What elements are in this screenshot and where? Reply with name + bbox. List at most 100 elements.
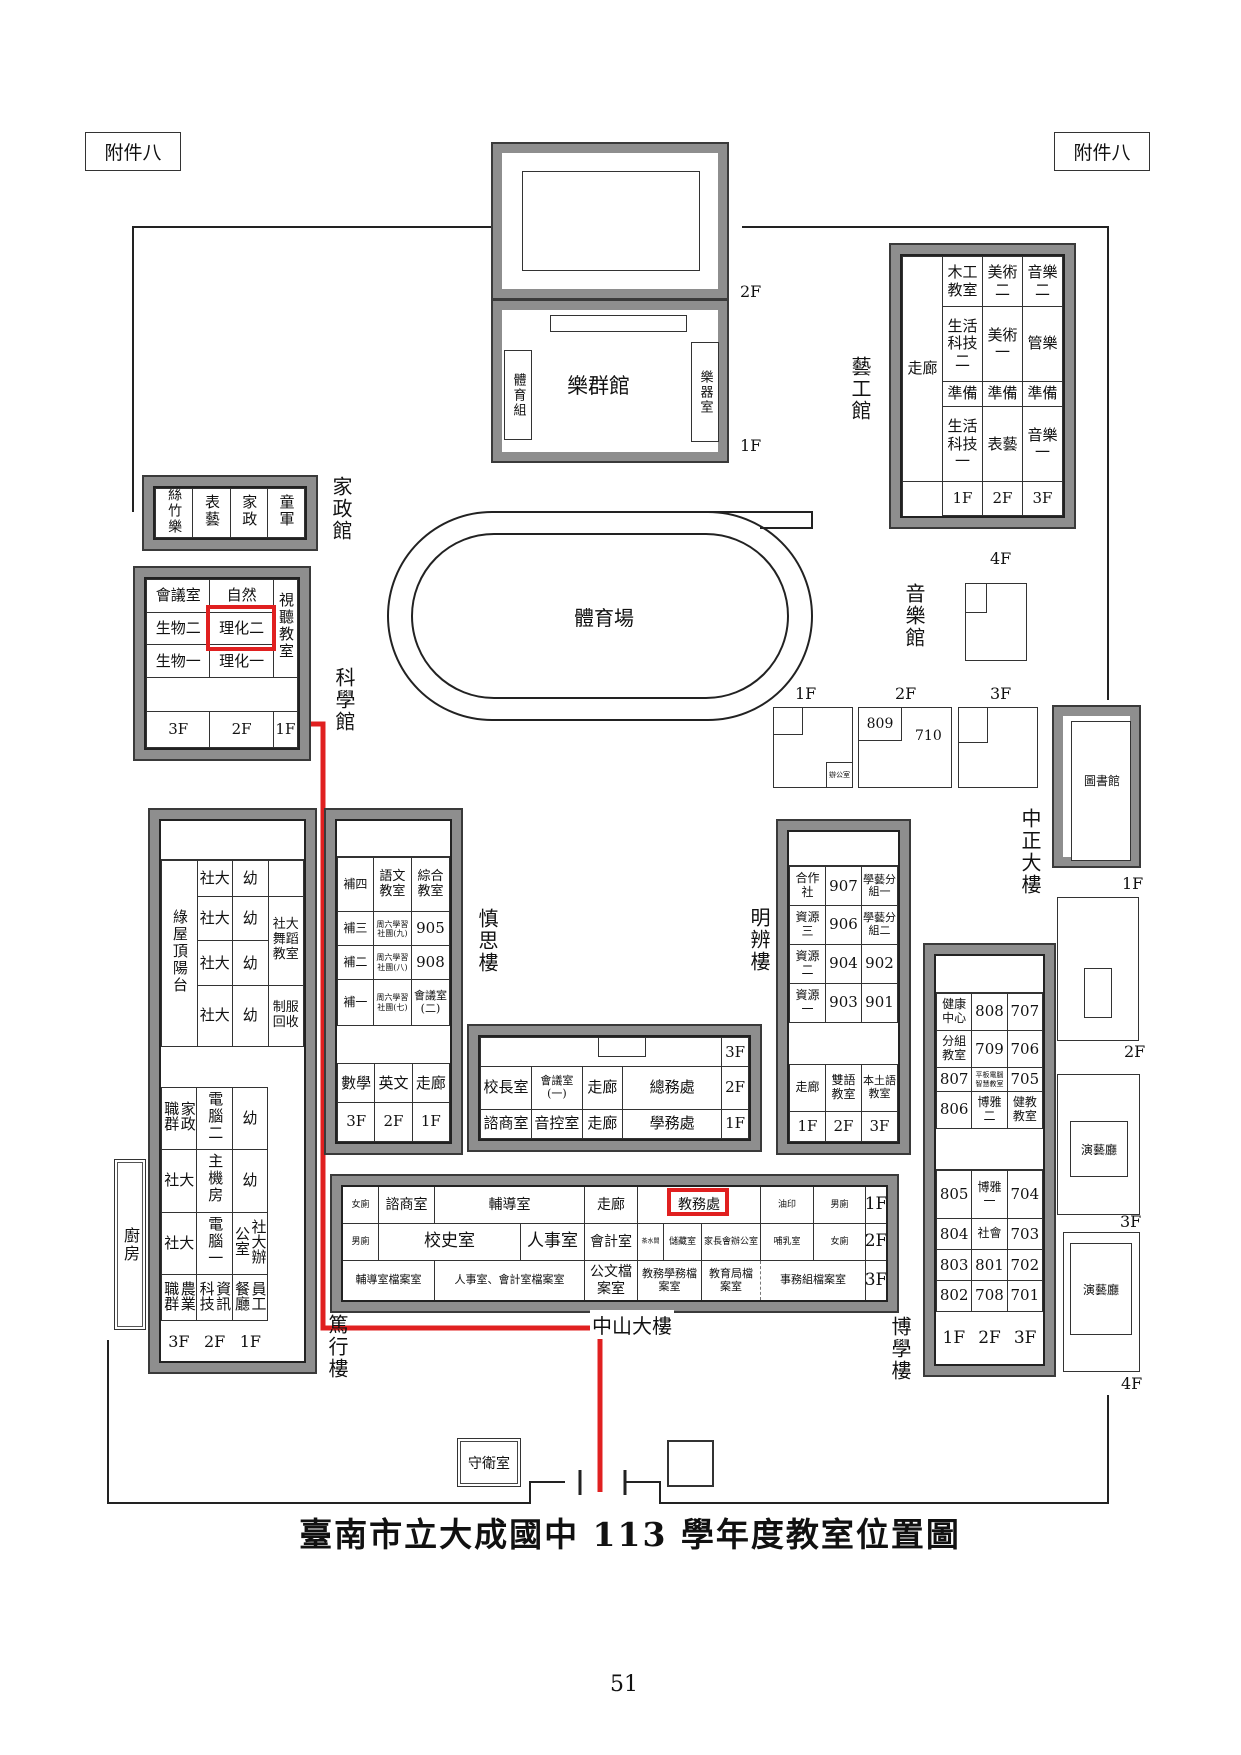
room-cell: 幼 [231,1149,269,1213]
storage-row [550,315,687,332]
floor-label: 1F [1122,874,1144,893]
building-label-zhongshan: 中山大樓 [590,1310,674,1339]
floor-1-row: 女廁 諮商室 輔導室 走廊 教務處 油印 男廁 1F [343,1187,886,1224]
room-cell: 音樂二 [1022,255,1063,308]
room-cell: 綜合教室 [410,857,451,913]
room-cell: 906 [825,905,862,945]
room-cell: 童軍 [277,493,296,528]
room-cell: 公文檔案室 [585,1261,638,1300]
plan-room [773,707,803,735]
floor-label: 3F [145,711,211,748]
room-cell: 茶水間 [638,1224,664,1260]
room-cell: 教育局檔案室 [702,1261,761,1300]
room-cell: 健教教室 [1006,1090,1044,1130]
room-cell: 油印 [761,1187,814,1223]
floor-label: 2F [895,684,917,703]
floor-label: 2F [1124,1042,1146,1061]
room-cell: 數學 [336,1063,376,1104]
room-cell: 幼 [232,859,269,897]
room-cell: 708 [971,1280,1008,1312]
room-cell: 補二 [337,945,374,981]
floor-label: 2F [209,711,274,748]
building-label-science: 科學館 [332,667,356,733]
room-cell: 703 [1006,1218,1044,1251]
music-floor-4-plan [965,583,1027,661]
room-cell: 社大辦公室 [233,1218,268,1264]
room-cell: 博雅一 [971,1169,1008,1220]
blank-area [337,1026,450,1063]
music-floor-3-plan [958,707,1038,788]
room-cell: 周六學習社團(八) [372,945,412,981]
plan-room [1084,968,1112,1018]
room-cell: 校長室 [480,1066,532,1110]
room-cell: 資源一 [789,982,826,1023]
room-cell: 生活科技一 [942,406,983,482]
room-cell: 平板電腦智慧教室 [971,1067,1008,1092]
room-instrument: 樂器室 [691,342,719,442]
building-label-jiazheng: 家政館 [329,476,353,542]
building-label-mingbian: 明辨樓 [747,907,771,973]
room-cell: 社大 [196,985,233,1047]
room-cell: 會議室(一) [530,1066,583,1110]
room-cell: 社大 [160,1149,198,1213]
guard-room: 守衛室 [457,1438,521,1487]
room-cell: 音樂一 [1022,406,1063,482]
room-cell: 輔導室檔案室 [343,1261,435,1300]
room-cell: 女廁 [814,1224,866,1260]
room-cell: 絲竹樂 [166,488,183,535]
room-cell: 907 [825,866,862,907]
room-cell: 制服回收 [267,985,304,1047]
room-cell: 總務處 [621,1066,723,1110]
building-label-duxing: 篤行樓 [325,1314,349,1380]
floor-label: 2F [825,1110,862,1142]
room-cell: 英文 [374,1063,413,1104]
shensi-building: 補四語文教室綜合教室 補三周六學習社團(九)905 補二周六學習社團(八)908… [324,808,463,1155]
plan-room: 圖書館 [1071,721,1131,861]
blank-area [936,956,1043,993]
room-cell: 語文教室 [372,857,412,913]
room-cell: 社會 [971,1218,1008,1251]
room-cell: 家政職群 [162,1101,197,1132]
room-cell: 美術二 [982,255,1023,308]
floor-label: 3F [336,1102,376,1142]
room-cell: 輔導室 [435,1187,585,1223]
building-label-zhongzheng: 中正大樓 [1018,808,1042,896]
room-cell: 902 [861,943,898,984]
room-cell: 學務處 [621,1108,723,1140]
room-cell: 準備 [942,380,983,408]
corridor: 走廊 [902,256,943,482]
highlight-box-office [667,1188,729,1216]
room-cell: 幼 [232,940,269,987]
page-title: 臺南市立大成國中 113 學年度教室位置圖 [299,1515,961,1554]
room-cell: 社大 [196,895,233,942]
room-710: 710 [915,728,942,744]
floor-label: 1F [942,1328,966,1348]
room-cell: 903 [825,982,862,1023]
theater-label: 演藝廳 [1070,1121,1128,1177]
zhongzheng-floor-3-plan: 演藝廳 [1063,1232,1140,1372]
lequn-hall-name: 樂群館 [567,374,630,398]
campus-boundary [625,1395,1109,1504]
floor-label: 2F [866,1231,886,1252]
floor-label: 1F [740,436,762,455]
room-cell: 707 [1006,992,1044,1032]
room-cell: 幼 [232,895,269,942]
attachment-label-right: 附件八 [1054,132,1150,171]
room-target: 理化二 [209,611,274,646]
room-cell: 事務組檔案室 [761,1261,866,1300]
corridor: 走廊 [789,1063,826,1112]
room-cell: 會議室 [145,579,211,613]
room-809: 809 [858,707,902,741]
campus-boundary [742,226,1109,700]
room-cell: 709 [971,1030,1008,1069]
floor-label: 1F [239,1331,262,1351]
room-cell: 901 [861,982,898,1023]
room-cell: 學藝分組二 [861,905,898,945]
room-cell: 社大 [196,940,233,987]
room-cell: 幼 [231,1086,269,1151]
room-cell: 補一 [337,979,374,1027]
building-label-shensi: 慎思樓 [475,908,499,974]
room-cell: 本土語教室 [861,1063,898,1112]
